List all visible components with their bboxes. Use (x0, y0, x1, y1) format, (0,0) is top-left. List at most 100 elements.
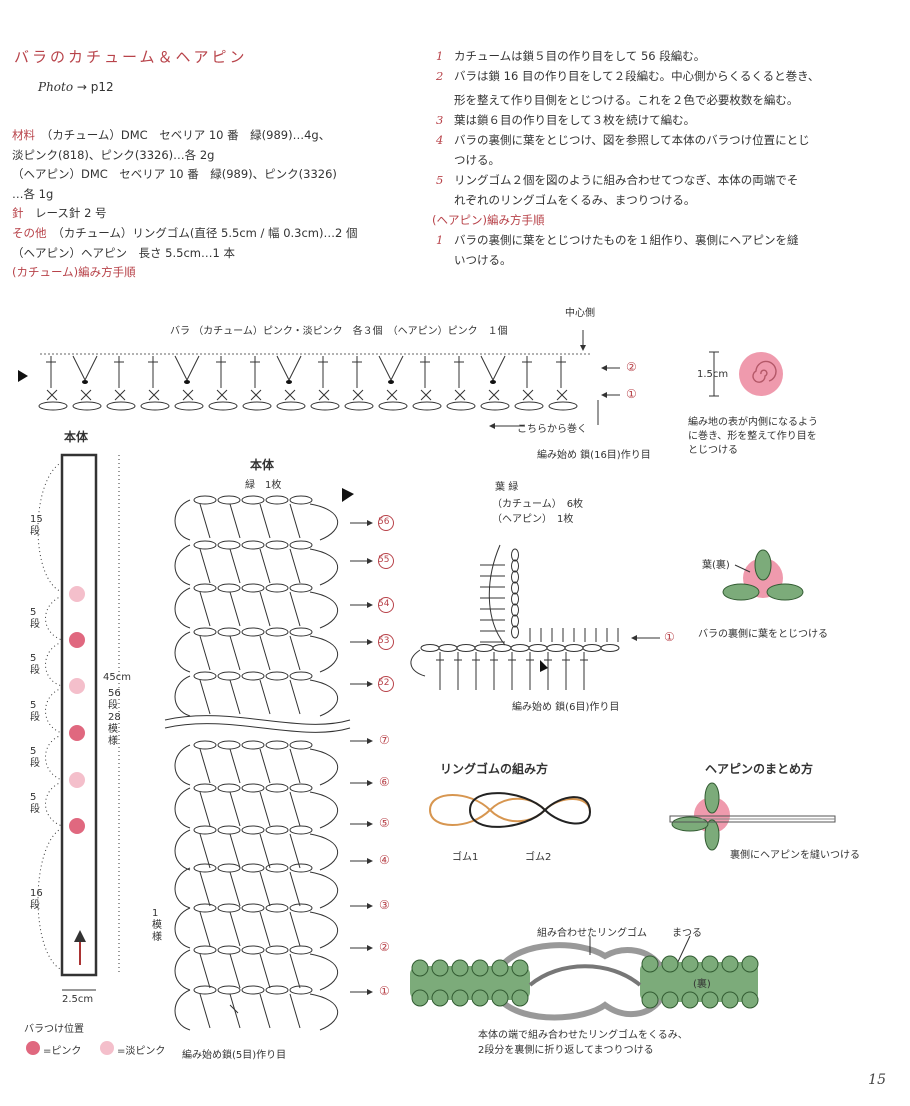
body-row-label: 52 (378, 678, 390, 688)
materials-line: （カチューム）DMC セベリア 10 番 緑(989)…4g、 (46, 128, 331, 142)
body-row-label: ⑥ (379, 775, 390, 789)
roll-from-label: こちらから巻く (517, 424, 587, 435)
materials-label: 材料 (12, 128, 35, 142)
leaf-count: （カチューム） 6枚 (492, 499, 584, 510)
body-row-label: 53 (378, 636, 390, 646)
rose-position-pink (69, 725, 85, 741)
start-marker (18, 370, 28, 382)
legend-light-pink-label: =淡ピンク (117, 1046, 166, 1057)
leaf-crochet-chart (410, 544, 660, 690)
body-chart-title: 本体 (250, 458, 275, 472)
rose-position-pink (69, 632, 85, 648)
segment-label: 5段 (30, 607, 40, 630)
photo-reference: Photo → p12 (38, 80, 114, 94)
body-row-label: 54 (378, 599, 390, 609)
one-pattern-label: 1 模様 (152, 908, 162, 943)
segment-label: 5段 (30, 792, 40, 815)
rose-position-label: バラつけ位置 (24, 1024, 84, 1035)
legend-pink-dot (26, 1041, 40, 1055)
materials-line: （ヘアピン）DMC セベリア 10 番 緑(989)、ピンク(3326) (12, 167, 337, 182)
rose-subtitle: （カチューム）ピンク・淡ピンク 各３個 （ヘアピン）ピンク １個 (193, 326, 508, 337)
body-strip-title: 本体 (64, 430, 89, 444)
width-label: 2.5cm (62, 994, 94, 1005)
segment-label: 5段 (30, 653, 40, 676)
rose-note: 編み地の表が内側になるように巻き、形を整えて作り目をとじつける (688, 417, 818, 456)
rose-position-light-pink (69, 586, 85, 602)
hairpin-illustration (669, 782, 836, 851)
rose-title: バラ (170, 326, 190, 337)
segment-label: 5段 (30, 700, 40, 723)
end-marker (342, 488, 354, 502)
ring-gum-diagram (429, 792, 591, 828)
combined-ring-label: 組み合わせたリングゴム (537, 928, 647, 939)
leaf-back-label: 葉(裏) (702, 560, 730, 571)
length-label: 45cm (103, 672, 131, 683)
leaf-title: 葉 (495, 482, 505, 493)
rose-illustration (709, 351, 783, 397)
matsuru-label: まつる (672, 928, 702, 939)
other-line: （ヘアピン）ヘアピン 長さ 5.5cm…1 本 (12, 245, 235, 260)
step-item: れぞれのリングゴムをくるみ、まつりつける。 (454, 193, 696, 207)
segment-label: 16段 (30, 888, 43, 911)
body-crochet-chart (164, 488, 394, 1031)
needle-label: 針 (12, 206, 24, 221)
segment-label: 5段 (30, 746, 40, 769)
length-detail-label: 56段 28模様 (108, 688, 121, 747)
rose-position-pink (69, 818, 85, 834)
rose-title-row: バラ （カチューム）ピンク・淡ピンク 各３個 （ヘアピン）ピンク １個 (170, 322, 508, 337)
leaf-illustration (722, 549, 804, 601)
hairpin-step-item: いつける。 (454, 253, 512, 267)
rose-start-label: 編み始め 鎖(16目)作り目 (537, 450, 651, 461)
gum2-label: ゴム2 (525, 852, 552, 863)
materials-block: 材料 （カチューム）DMC セベリア 10 番 緑(989)…4g、 淡ピンク(… (12, 126, 422, 283)
center-side-label: 中心側 (565, 308, 595, 319)
rose-position-light-pink (69, 678, 85, 694)
body-row-label: ⑦ (379, 733, 390, 747)
materials-line: 淡ピンク(818)、ピンク(3326)…各 2g (12, 147, 215, 162)
step-item: つける。 (454, 153, 500, 167)
leaf-row-label: ① (664, 630, 675, 644)
ring-title: リングゴムの組み方 (440, 762, 549, 776)
body-row-label: ② (379, 940, 390, 954)
leaf-count: （ヘアピン） 1枚 (492, 514, 574, 525)
hairpin-assembly-title: ヘアピンのまとめ方 (705, 762, 814, 776)
hairpin-heading: (ヘアピン)編み方手順 (432, 213, 545, 227)
gum1-label: ゴム1 (452, 852, 479, 863)
body-row-label: ③ (379, 898, 390, 912)
body-chart-subtitle: 緑 1枚 (245, 480, 282, 491)
step-item: 形を整えて作り目側をとじつける。これを２色で必要枚数を編む。 (454, 93, 799, 107)
body-row-label: 55 (378, 555, 390, 565)
segment-label: 15段 (30, 514, 43, 537)
page-title: バラのカチューム＆ヘアピン (14, 48, 248, 66)
page-number: 15 (868, 1072, 886, 1088)
body-row-label: ④ (379, 853, 390, 867)
hairpin-assembly-note: 裏側にヘアピンを縫いつける (730, 850, 860, 861)
rose-row-label: ① (626, 387, 637, 401)
body-row-label: ① (379, 984, 390, 998)
materials-line: …各 1g (12, 186, 54, 201)
needle-text: レース針 2 号 (35, 206, 107, 221)
legend-pink-label: =ピンク (43, 1046, 82, 1057)
leaf-title-row: 葉 緑 (495, 478, 518, 493)
leaf-color: 緑 (508, 482, 519, 493)
leaf-attach-note: バラの裏側に葉をとじつける (698, 629, 828, 640)
rose-top-row (46, 355, 566, 388)
body-strip (26, 453, 120, 1055)
legend-light-pink-dot (100, 1041, 114, 1055)
rose-chain-row (38, 389, 578, 411)
body-row-label: ⑤ (379, 816, 390, 830)
photo-page-ref: → p12 (76, 80, 114, 94)
rose-size-label: 1.5cm (697, 369, 729, 380)
body-start-label: 編み始め鎖(5目)作り目 (182, 1050, 287, 1061)
other-label: その他 (12, 225, 47, 240)
rose-position-light-pink (69, 772, 85, 788)
rose-chart (18, 330, 620, 429)
